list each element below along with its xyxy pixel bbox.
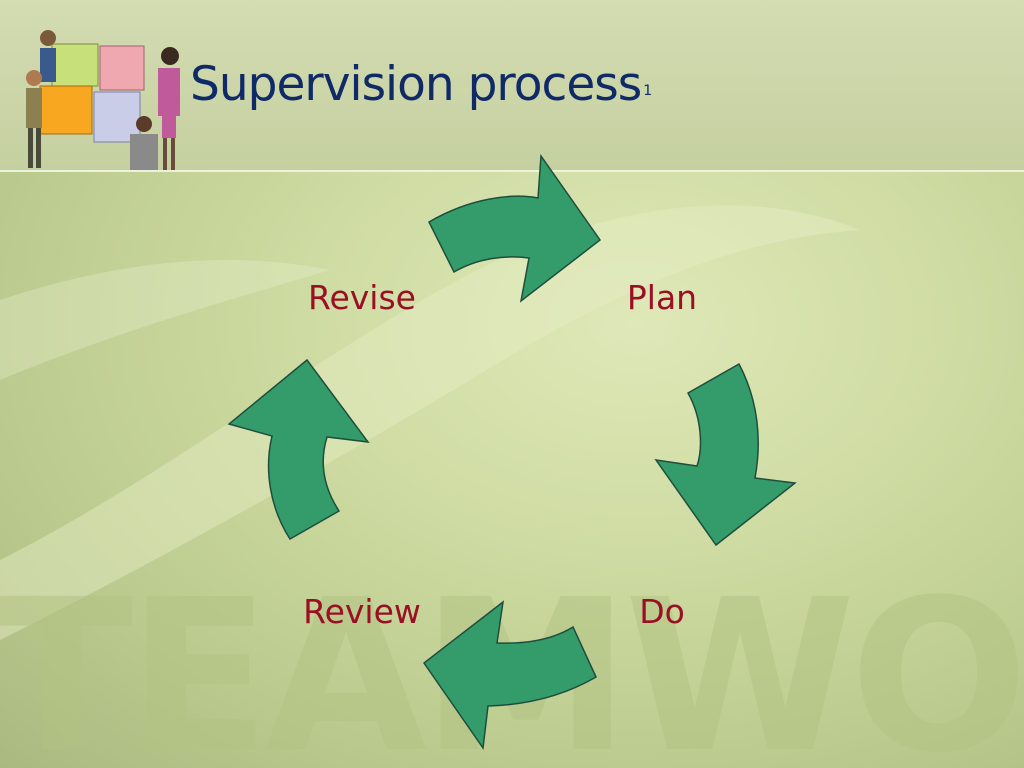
step-review: Review: [303, 592, 421, 631]
step-revise: Revise: [308, 278, 416, 317]
title-footnote-marker: 1: [643, 83, 652, 99]
slide-title-text: Supervision process: [190, 57, 642, 112]
curved-cycle-arrow-icon: [422, 600, 597, 751]
step-do: Do: [639, 592, 685, 631]
curved-cycle-arrow-icon: [654, 362, 797, 547]
step-plan: Plan: [626, 278, 698, 317]
team-puzzle-people-icon: [26, 30, 180, 170]
curved-cycle-arrow-icon: [227, 358, 370, 541]
curved-cycle-arrow-icon: [428, 153, 602, 303]
header-divider: [0, 170, 1024, 172]
